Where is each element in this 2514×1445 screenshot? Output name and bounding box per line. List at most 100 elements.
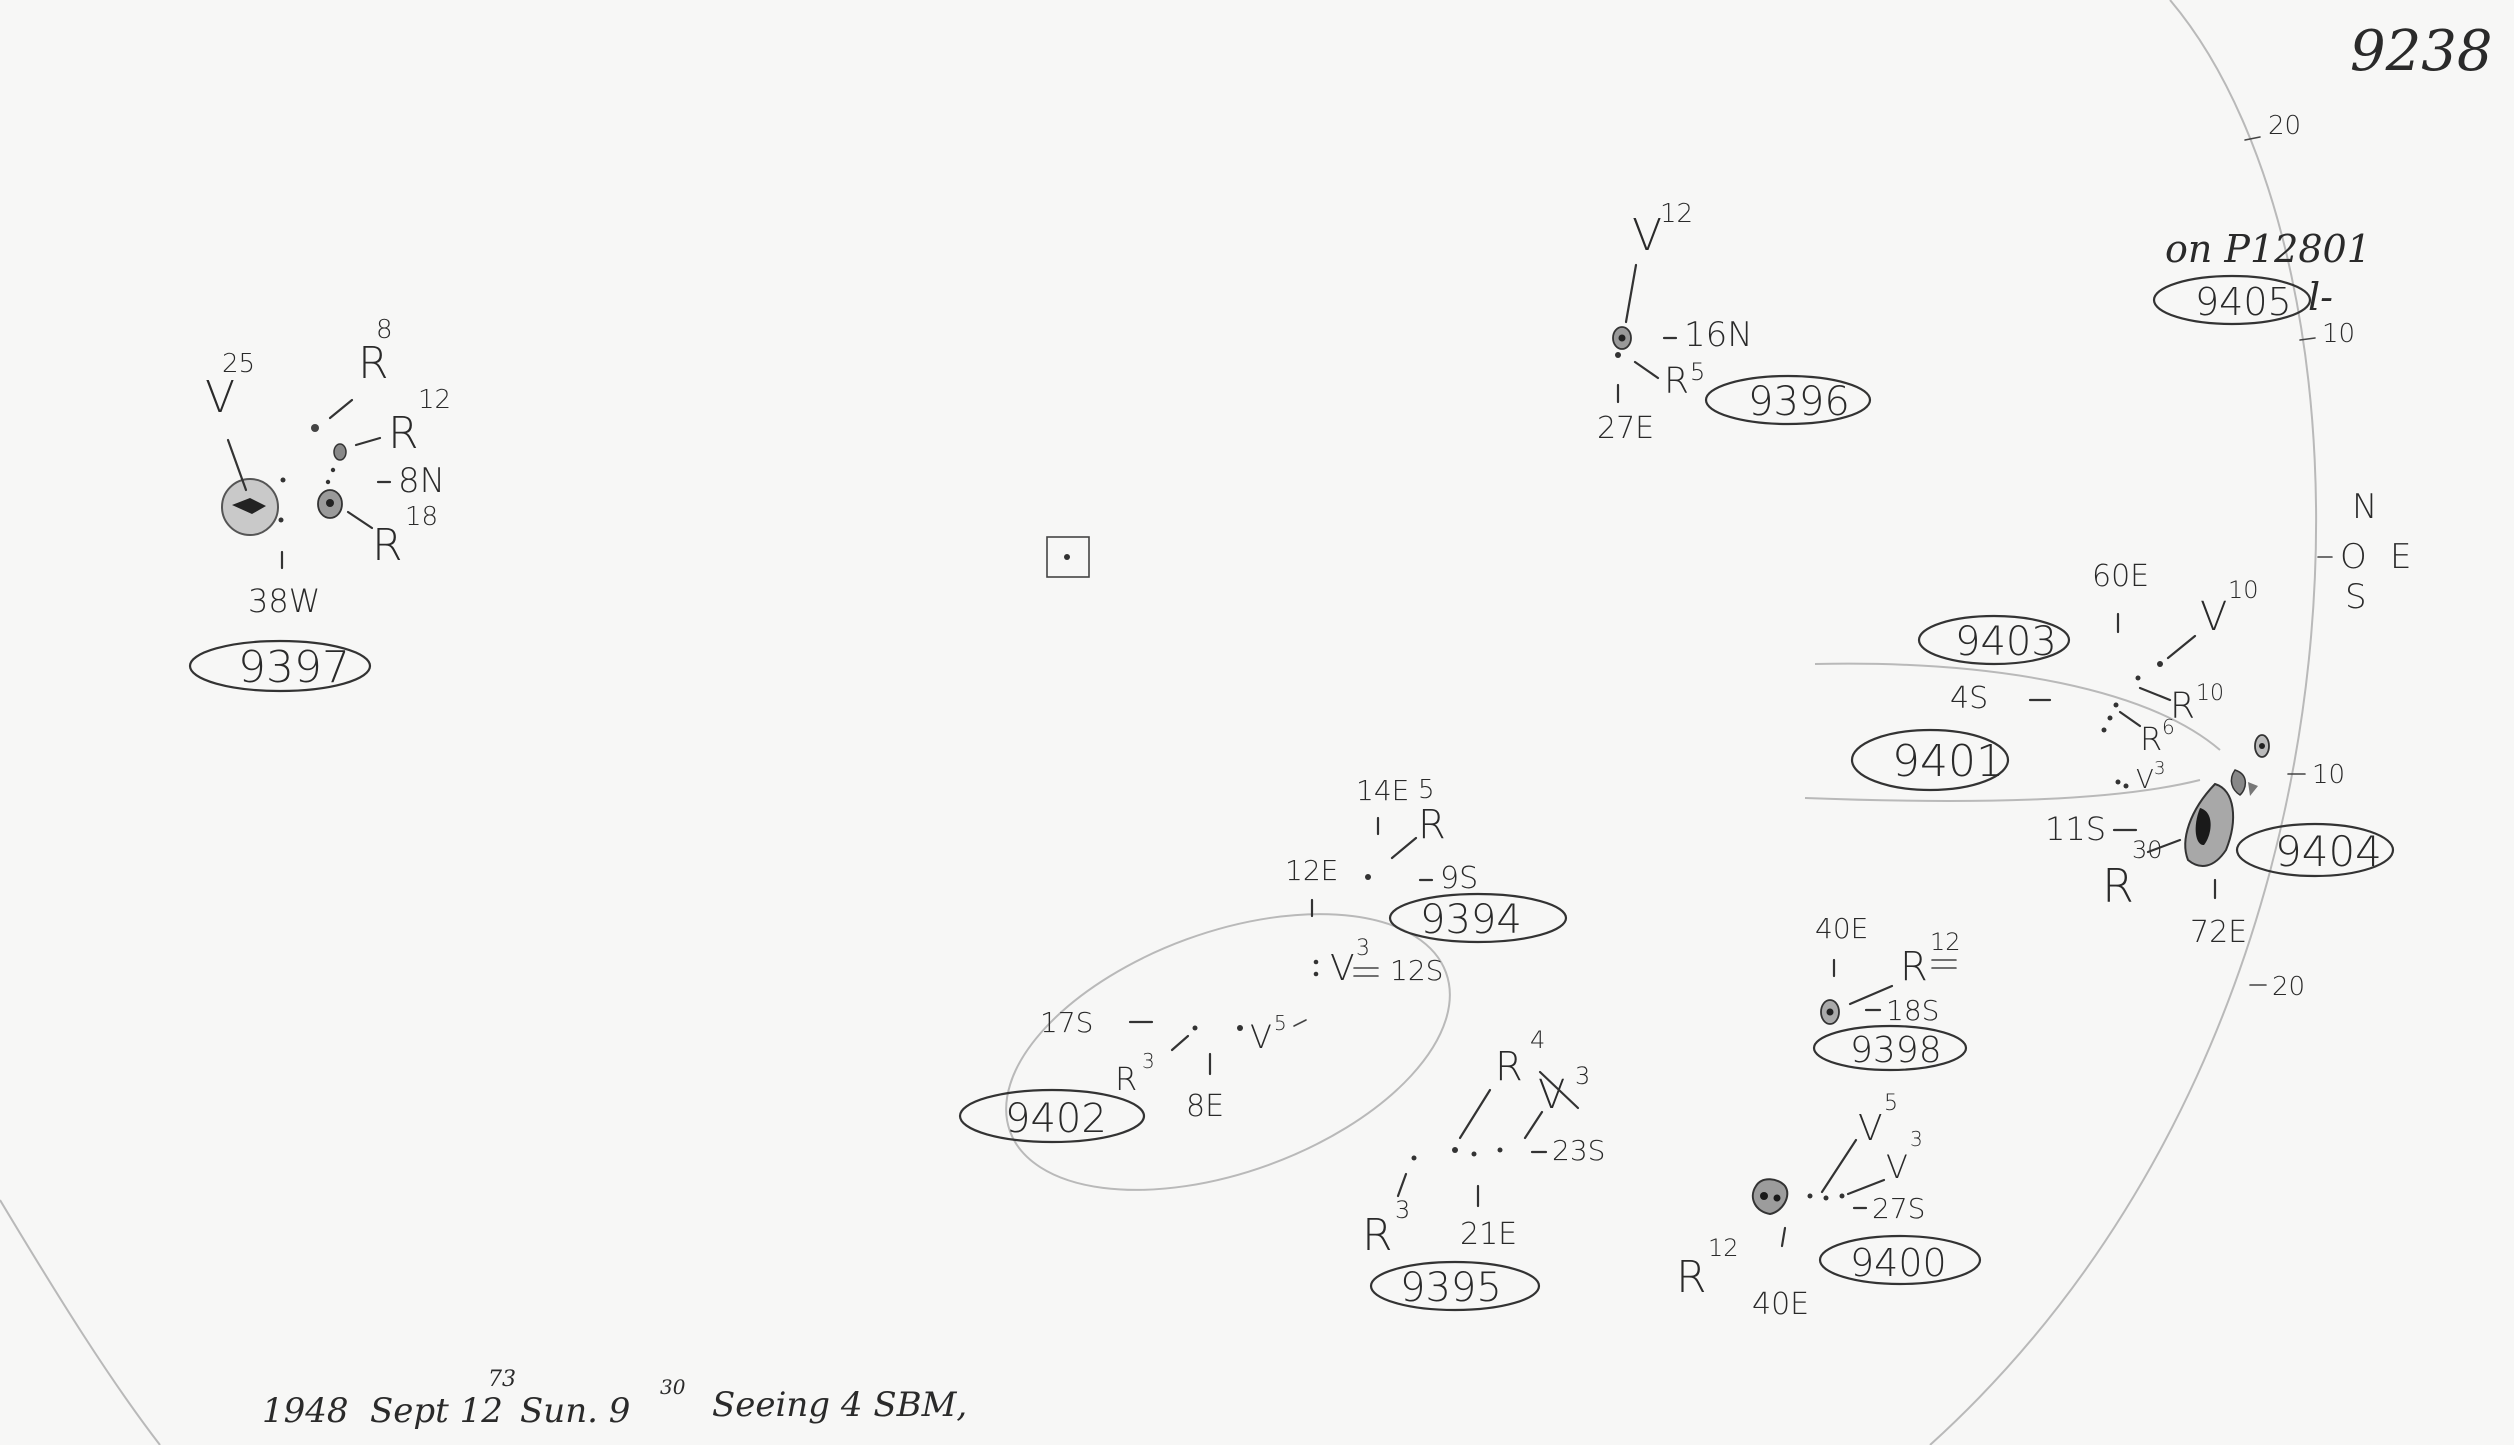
region-9405-label-oval: [2152, 274, 2312, 326]
direction-east: E: [2390, 537, 2411, 577]
leader-line: [1523, 1110, 1544, 1140]
region-9402-latitude-1: 12S: [1390, 954, 1443, 987]
region-9402-label-oval: [958, 1088, 1146, 1144]
region-9396-id: 9396: [1748, 379, 1850, 425]
pore-dot: [1237, 1025, 1243, 1031]
region-9397-latitude: 8N: [398, 461, 445, 501]
latitude-line-lower: [1804, 779, 2201, 802]
strike-mark: [1538, 1070, 1580, 1110]
region-9403-longitude: 60E: [2092, 559, 2149, 594]
pore-dot: [1452, 1147, 1458, 1153]
pore-dot: [1411, 1155, 1417, 1161]
region-9404-latitude: 11S: [2045, 810, 2106, 848]
limb-tick-label: 20: [2272, 972, 2305, 1002]
leader-line: [346, 510, 374, 530]
pore-dot: [2113, 702, 2119, 708]
plate-reference: on P12801: [2165, 227, 2371, 271]
leader-line: [1848, 984, 1894, 1006]
latitude-line-upper: [1814, 662, 2221, 751]
pore-dot: [278, 517, 284, 523]
leader-line: [2118, 710, 2142, 728]
region-9404: 11S R 30 72E 9404: [2045, 734, 2395, 950]
pore-dot: [2123, 783, 2129, 789]
sunspot-medium: [1751, 1178, 1789, 1216]
pore-dot: [1192, 1025, 1198, 1031]
region-9395-r1-label: R: [1495, 1044, 1523, 1090]
region-9397-r3-label: R: [372, 520, 403, 571]
region-9401-v-label: V: [2136, 765, 2154, 795]
region-9395-longitude: 21E: [1460, 1217, 1517, 1252]
region-9405: 9405: [2152, 274, 2312, 326]
region-9396-label-oval: [1704, 374, 1872, 426]
region-9402-v-count: 3: [1356, 936, 1370, 961]
leader-line: [226, 438, 248, 492]
region-9402-longitude: 8E: [1186, 1089, 1224, 1124]
sunspot-fragment: [2248, 782, 2258, 796]
pore-dot: [1471, 1151, 1477, 1157]
region-9395-r2-label: R: [1362, 1210, 1393, 1261]
region-9401-id: 9401: [1892, 736, 2004, 787]
pore-dot: [1313, 971, 1319, 977]
pore-dot: [1497, 1147, 1503, 1153]
region-9394-id: 9394: [1420, 897, 1522, 943]
leader-line: [1820, 1138, 1858, 1194]
region-9396-latitude: 16N: [1684, 315, 1753, 355]
leader-line: [1633, 360, 1660, 380]
caption-year: 1948: [262, 1391, 349, 1431]
leader-line: [1396, 1172, 1408, 1198]
limb-tick-label: 20: [2268, 111, 2301, 141]
region-9396-longitude: 27E: [1597, 411, 1654, 446]
region-9400-r-count: 12: [1708, 1234, 1739, 1262]
region-9402-v2-label: V: [1250, 1018, 1272, 1056]
region-9402-r-count: 3: [1142, 1049, 1155, 1073]
region-9397-r2-count: 12: [418, 385, 451, 415]
region-9404-r-count: 30: [2132, 836, 2163, 864]
region-9397-v-label: V: [205, 372, 235, 423]
region-9400-label-oval: [1818, 1234, 1982, 1286]
sunspot-large-umbra: [2195, 808, 2211, 846]
region-9398: 40E R 12 18S 9398: [1812, 912, 1968, 1072]
region-9402-v-label: V: [1330, 948, 1355, 989]
region-9401-r-label: R: [2140, 720, 2162, 758]
region-9394-longitude-2: 12E: [1285, 854, 1338, 887]
region-9395-latitude: 23S: [1552, 1134, 1605, 1167]
region-9403-label-oval: [1917, 614, 2071, 666]
region-9404-r-label: R: [2102, 859, 2134, 913]
region-9403: 60E V 10 9403 R 10: [1917, 559, 2259, 727]
region-9395-r2-count: 3: [1395, 1196, 1410, 1224]
pore-dot: [2107, 715, 2113, 721]
region-9394-label-oval: [1388, 892, 1568, 944]
pore-dot: [2157, 661, 2163, 667]
caption-date-superscript: 73: [488, 1367, 516, 1392]
pore-dot: [2101, 727, 2107, 733]
region-9397-v-count: 25: [222, 349, 255, 379]
sunspot-umbra: [1760, 1192, 1768, 1200]
region-9402: V 3 12S 17S R 3 V 5 8E 9402: [958, 936, 1443, 1144]
region-9397-r2-label: R: [388, 408, 419, 459]
region-9397-r1-count: 8: [376, 315, 393, 345]
pore-dot: [1313, 959, 1319, 965]
region-9400: V 5 V 3 27S R 12 40E 9400: [1676, 1091, 1982, 1322]
pore-dot: [330, 467, 336, 473]
region-9396-r-count: 5: [1690, 358, 1705, 386]
region-9405-id: 9405: [2195, 280, 2292, 324]
region-9404-label-oval: [2235, 822, 2395, 878]
leader-line: [1846, 1178, 1886, 1196]
region-9397-r1-label: R: [358, 338, 389, 389]
leader-line: [2166, 634, 2197, 660]
region-9397-r3-count: 18: [405, 502, 438, 532]
region-9402-latitude-2: 17S: [1040, 1006, 1093, 1039]
direction-origin: O: [2340, 537, 2367, 577]
region-9402-v2-count: 5: [1274, 1011, 1287, 1035]
region-9396-r-label: R: [1664, 361, 1689, 402]
limb-tick-label: 10: [2322, 319, 2355, 349]
direction-south: S: [2345, 577, 2367, 617]
solar-limb-left: [0, 1199, 161, 1445]
region-9398-r-count: 12: [1930, 928, 1961, 956]
region-9398-id: 9398: [1850, 1030, 1942, 1071]
region-9402-boundary: [1005, 913, 1451, 1191]
region-9395-v-count: 3: [1575, 1062, 1590, 1090]
pore-dot: [325, 479, 331, 485]
region-9403-v-count: 10: [2228, 576, 2259, 604]
